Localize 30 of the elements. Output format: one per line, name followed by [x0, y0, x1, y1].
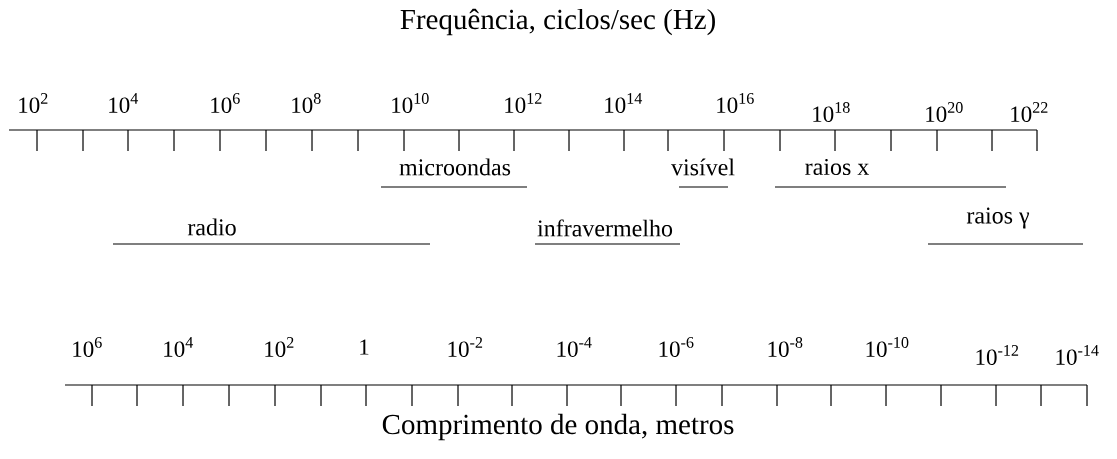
tick-label: 10$^{2}$ [19, 93, 48, 113]
tick-label: 10$^{-2}$ [448, 337, 483, 357]
tick-label: 10$^{-4}$ [557, 337, 592, 357]
tick-label: 10$^{-8}$ [768, 337, 803, 357]
band-label: raios γ [966, 207, 1030, 229]
tick-label: 10$^{14}$ [605, 93, 643, 113]
tick-label: 10$^{18}$ [813, 102, 850, 122]
tick-label: 10$^{6}$ [211, 93, 240, 113]
tick-label: 10$^{12}$ [505, 93, 542, 113]
tick-label: 10$^{-10}$ [866, 337, 909, 357]
band-label: microondas [399, 158, 511, 176]
axis-title: Frequência, ciclos/sec (Hz) [400, 8, 715, 36]
tick-label: 10$^{8}$ [292, 93, 321, 113]
band-label: radio [187, 218, 236, 236]
tick-label: 10$^{22}$ [1011, 102, 1048, 122]
tick-label: 10$^{2}$ [265, 337, 294, 357]
tick-label: 10$^{-12}$ [976, 345, 1019, 365]
tick-label: 10$^{6}$ [73, 337, 102, 357]
tick-label: 1 [360, 339, 369, 355]
tick-label: 10$^{-6}$ [659, 337, 694, 357]
tick-label: 10$^{16}$ [717, 93, 754, 113]
tick-label: 10$^{4}$ [109, 93, 138, 113]
tick-label: 10$^{4}$ [164, 337, 193, 357]
tick-label: 10$^{-14}$ [1056, 345, 1099, 365]
tick-label: 10$^{10}$ [392, 93, 429, 113]
band-label: visível [671, 158, 735, 176]
tick-label: 10$^{20}$ [926, 102, 963, 122]
band-label: raios x [805, 158, 870, 176]
axis-title: Comprimento de onda, metros [382, 413, 734, 441]
band-label: infravermelho [537, 219, 673, 237]
